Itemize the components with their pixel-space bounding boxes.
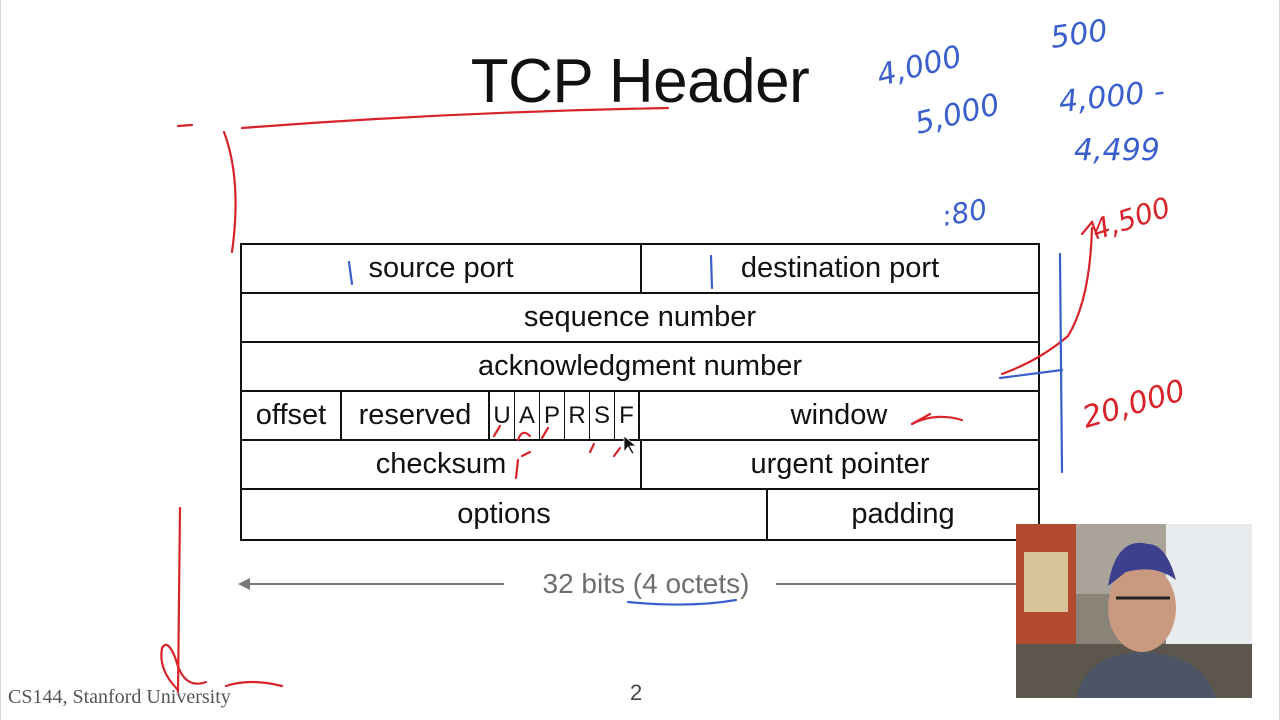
flag-psh: P	[540, 392, 565, 439]
source-port-cell: source port	[242, 245, 642, 292]
course-footer: CS144, Stanford University	[8, 686, 231, 708]
flag-rst: R	[565, 392, 590, 439]
padding-cell: padding	[851, 498, 955, 530]
destination-port-cell: destination port	[740, 252, 940, 284]
webcam-video-image	[1016, 524, 1252, 698]
row-options: options padding	[242, 490, 1038, 539]
page-number: 2	[630, 680, 643, 705]
row-sequence: sequence number	[242, 294, 1038, 343]
offset-cell: offset	[242, 392, 342, 439]
row-ack: acknowledgment number	[242, 343, 1038, 392]
checksum-cell: checksum	[242, 441, 642, 488]
window-cell: window	[790, 399, 888, 431]
reserved-cell: reserved	[342, 392, 490, 439]
options-cell: options	[242, 490, 768, 539]
bit-width-label: 32 bits (4 octets)	[526, 568, 766, 600]
webcam-overlay	[1016, 524, 1252, 698]
row-control: offset reserved U A P R S F window	[242, 392, 1038, 441]
flag-syn: S	[590, 392, 615, 439]
bit-width-indicator: 32 bits (4 octets)	[236, 560, 1236, 610]
slide-title: TCP Header	[470, 47, 810, 116]
urgent-pointer-cell: urgent pointer	[750, 448, 930, 480]
row-ports: source port destination port	[242, 245, 1038, 294]
flag-ack: A	[515, 392, 540, 439]
flag-urg: U	[490, 392, 515, 439]
sequence-number-cell: sequence number	[523, 301, 757, 333]
flag-fin: F	[615, 392, 640, 439]
acknowledgment-number-cell: acknowledgment number	[477, 350, 802, 382]
tcp-header-table: source port destination port sequence nu…	[240, 243, 1040, 541]
bit-width-arrows	[238, 578, 1036, 590]
row-checksum: checksum urgent pointer	[242, 441, 1038, 490]
